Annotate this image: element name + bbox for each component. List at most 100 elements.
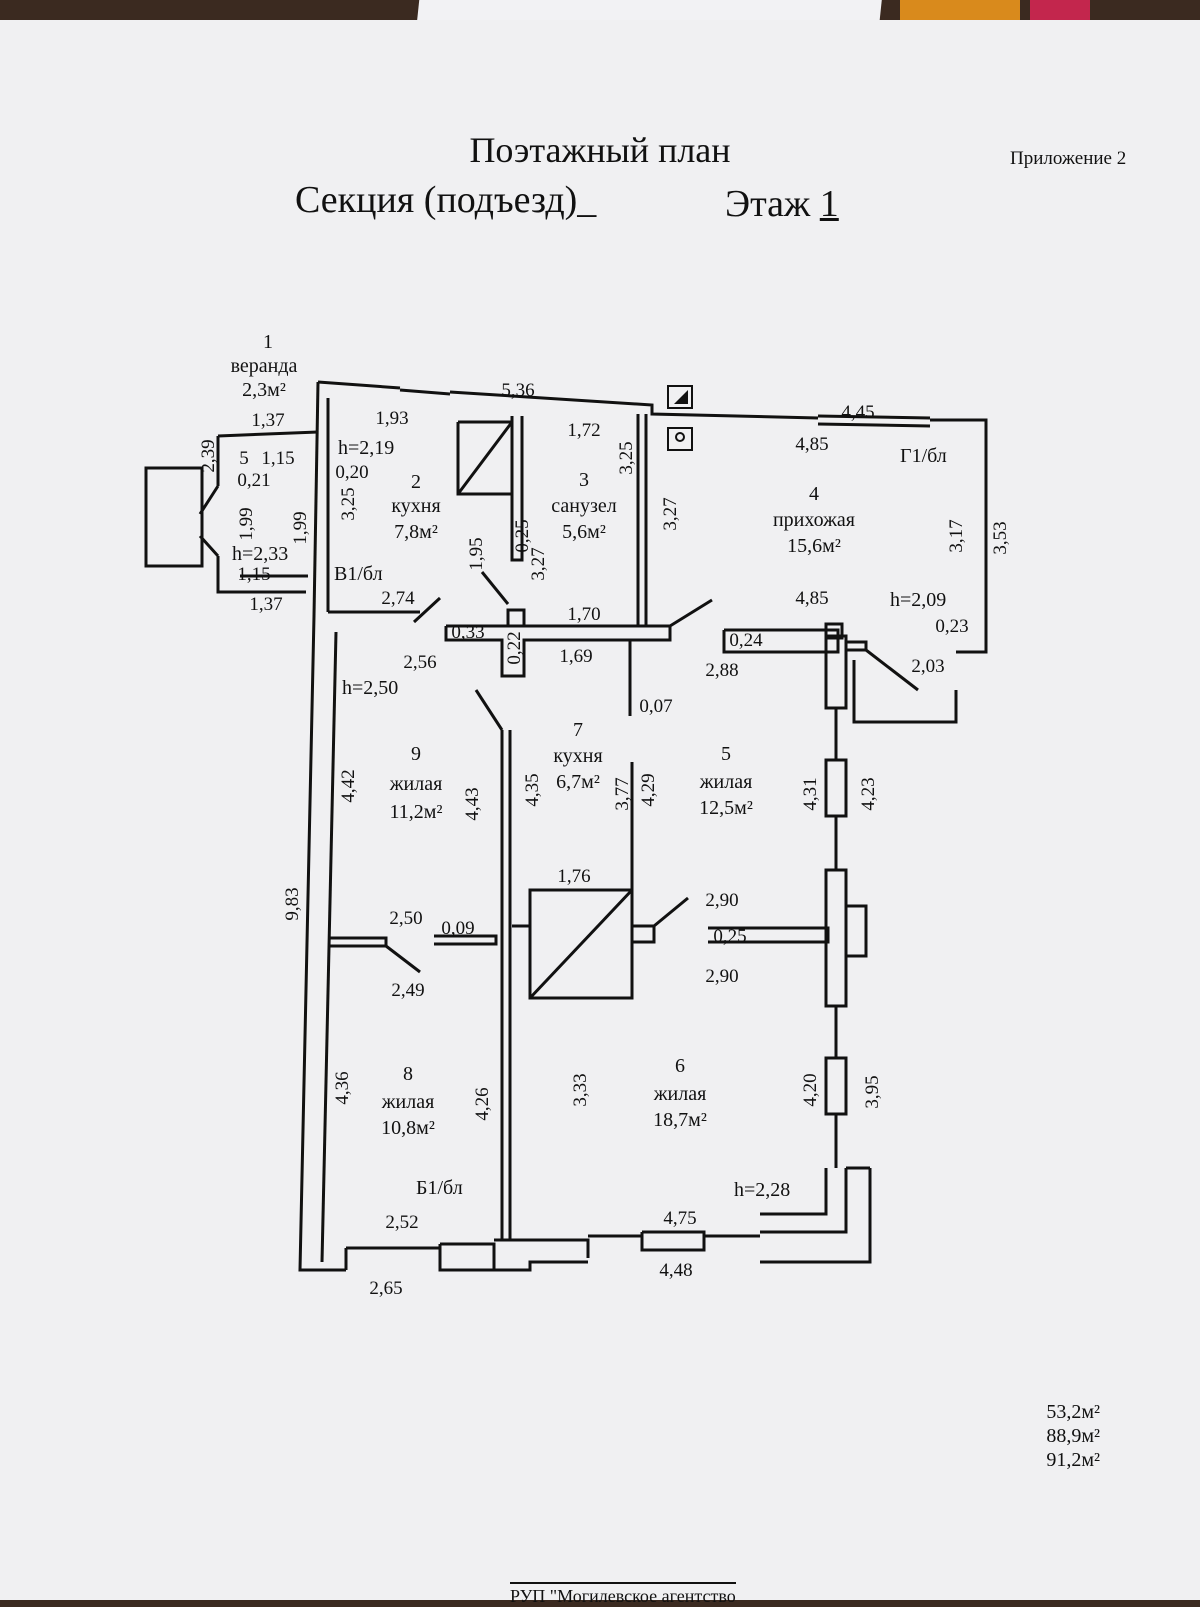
marker-label: Б1/бл (416, 1177, 463, 1199)
room-name: веранда (231, 355, 298, 377)
electric-meter-icon (667, 385, 693, 409)
dimension-label: 4,75 (663, 1208, 696, 1229)
wall (328, 936, 388, 948)
room-number: 6 (675, 1055, 685, 1077)
dimension-label: 0,23 (935, 616, 968, 637)
floor-word: Этаж (725, 183, 811, 225)
marker-label: В1/бл (334, 563, 383, 585)
wall (510, 416, 524, 562)
dimension-label: 3,95 (862, 1075, 883, 1108)
room-number: 4 (809, 483, 819, 505)
gas-meter-icon (667, 427, 693, 451)
room-area: 6,7м² (556, 771, 600, 793)
wall-pier (824, 758, 848, 818)
door-swing (198, 485, 220, 515)
wall-pier (824, 634, 848, 710)
dimension-label: 0,20 (335, 462, 368, 483)
wall (760, 1168, 828, 1216)
total-area: 53,2м² (1046, 1401, 1100, 1423)
dimension-label: 0,07 (639, 696, 672, 717)
total-area: 91,2м² (1046, 1449, 1100, 1471)
wall (216, 556, 306, 594)
dimension-label: 1,72 (567, 420, 600, 441)
dimension-label: 4,35 (522, 773, 543, 806)
wall (317, 380, 401, 390)
dimension-label: 2,50 (389, 908, 422, 929)
dimension-label: 1,99 (236, 507, 257, 540)
room-area: 7,8м² (394, 521, 438, 543)
dimension-label: 4,23 (858, 777, 879, 810)
total-area: 88,9м² (1046, 1425, 1100, 1447)
wall (636, 414, 648, 628)
dimension-label: 1,70 (567, 604, 600, 625)
dimension-label: 9,83 (282, 887, 303, 920)
section-label: Секция (подъезд)_ (295, 179, 597, 221)
door-swing (385, 944, 421, 974)
wall (930, 418, 988, 654)
stairs (144, 466, 204, 568)
room-name: жилая (381, 1091, 435, 1113)
height-label: h=2,19 (338, 437, 394, 459)
dimension-label: 2,39 (198, 439, 219, 472)
room-area: 18,7м² (653, 1109, 707, 1131)
room-number: 2 (411, 471, 421, 493)
wall (494, 1238, 590, 1258)
page-title: Поэтажный план (469, 130, 731, 170)
wall (312, 381, 320, 617)
dimension-label: 0,24 (729, 630, 763, 651)
vertical-dimension-labels: 2,39 3,25 1,99 1,99 3,25 3,27 3,17 3,53 … (198, 439, 1011, 1120)
door-swing (474, 689, 504, 731)
room-number: 5 (721, 743, 731, 765)
dimension-label: 3,17 (946, 519, 967, 552)
wall (217, 430, 319, 438)
dimension-label: 4,85 (795, 434, 828, 455)
wall-ledge (760, 1168, 872, 1264)
wall-pier (630, 924, 656, 944)
dimension-label: 0,33 (451, 622, 484, 643)
dimension-label: 3,27 (528, 547, 549, 580)
dimension-label: 3,53 (990, 521, 1011, 554)
dimension-label: 3,25 (338, 487, 359, 520)
gas-meter-icon (675, 432, 685, 442)
height-label: h=2,50 (342, 677, 398, 699)
dimension-label: 1,15 (237, 564, 270, 585)
room-name: жилая (389, 773, 443, 795)
wall (640, 1230, 706, 1252)
dimension-label: 3,25 (616, 441, 637, 474)
window (817, 414, 931, 420)
dimension-label: 0,25 (713, 926, 746, 947)
dimension-label: 1,76 (557, 866, 590, 887)
room-number: 1 (263, 331, 273, 353)
dimension-label: 2,90 (705, 890, 738, 911)
door-swing (480, 571, 510, 605)
wall (434, 934, 498, 946)
room-area: 15,6м² (787, 535, 841, 557)
door-swing (653, 896, 689, 928)
dimension-label: 1,15 (261, 448, 294, 469)
dimension-label: 3,33 (570, 1073, 591, 1106)
room-area: 12,5м² (699, 797, 753, 819)
dimension-label: 1,37 (249, 594, 282, 615)
marker-label: Г1/бл (900, 445, 947, 467)
dimension-label: 0,09 (441, 918, 474, 939)
organization-stamp: РУП "Могилевское агентство (510, 1582, 736, 1607)
dimension-label: 1,37 (251, 410, 284, 431)
room-number: 3 (579, 469, 589, 491)
dimension-label: 2,03 (911, 656, 944, 677)
room-area: 11,2м² (390, 801, 443, 823)
wall (760, 1168, 848, 1234)
wall (722, 628, 840, 654)
wall (444, 624, 672, 678)
window (399, 388, 451, 396)
room-name: прихожая (773, 509, 855, 531)
utility-symbols (667, 385, 693, 451)
room-name: кухня (553, 745, 602, 767)
dimension-label: 2,88 (705, 660, 738, 681)
vent-shaft (528, 888, 634, 1000)
dimension-labels: 5,36 4,45 1,37 1,93 1,72 4,85 5 1,15 0,2… (237, 380, 968, 1299)
dimension-label: 4,26 (472, 1087, 493, 1120)
room-labels: 1 веранда 2,3м² 2 кухня 7,8м² 3 санузел … (231, 331, 855, 1139)
dimension-label: 2,49 (391, 980, 424, 1001)
dimension-label: 0,21 (237, 470, 270, 491)
wall-ledge (494, 1260, 588, 1272)
